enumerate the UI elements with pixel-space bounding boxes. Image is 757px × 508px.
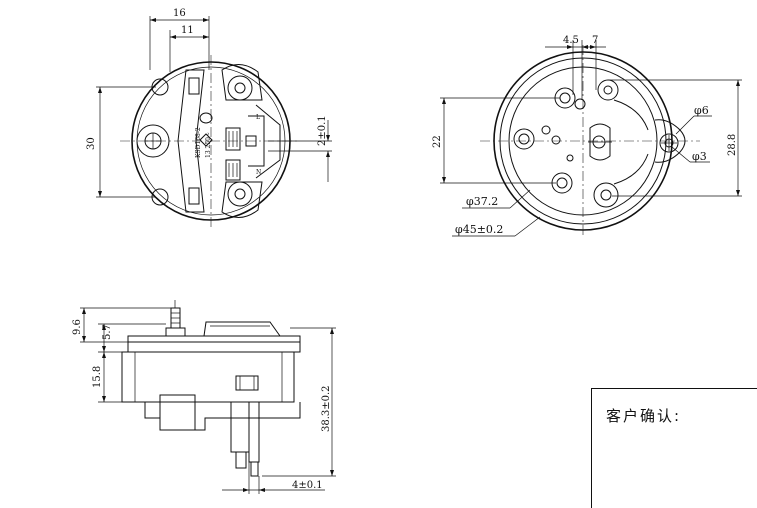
dim-front-width-16: 16	[173, 8, 186, 19]
rating-marking: 13 250~	[205, 132, 212, 158]
dim-front-width-11: 11	[181, 25, 194, 36]
dim-rear-dia-372: φ37.2	[466, 195, 498, 208]
side-view: 9.6 5.7 15.8 38.3±0.2 4±0.1	[72, 300, 336, 494]
dim-side-4: 4±0.1	[292, 480, 323, 491]
dim-side-383: 38.3±0.2	[321, 385, 332, 432]
dim-rear-hole-3: φ3	[692, 150, 707, 163]
dim-side-158: 15.8	[92, 366, 103, 388]
dim-side-96: 9.6	[72, 319, 83, 335]
dim-rear-hole-6: φ6	[694, 104, 709, 117]
front-view: KSD168-2 13 250~ L N 16 11 30 2±0.1	[86, 8, 332, 230]
terminal-l-label: L	[256, 114, 260, 121]
model-marking: KSD168-2	[195, 127, 202, 158]
dim-front-height-30: 30	[86, 137, 97, 150]
dim-rear-dia-45: φ45±0.2	[455, 223, 503, 236]
customer-confirmation-label: 客户确认:	[606, 407, 682, 425]
dim-front-offset-2: 2±0.1	[317, 115, 328, 146]
customer-confirmation-box: 客户确认:	[591, 388, 757, 508]
dim-rear-gap-7: 7	[592, 35, 598, 46]
dim-rear-height-22: 22	[432, 135, 443, 148]
dim-side-57: 5.7	[102, 324, 113, 340]
dim-rear-height-288: 28.8	[727, 134, 738, 156]
dim-rear-gap-45: 4.5	[563, 35, 579, 46]
rear-view: 4.5 7 22 28.8 φ6 φ3 φ37.2 φ45±0.2	[432, 35, 742, 237]
terminal-n-label: N	[256, 169, 261, 176]
